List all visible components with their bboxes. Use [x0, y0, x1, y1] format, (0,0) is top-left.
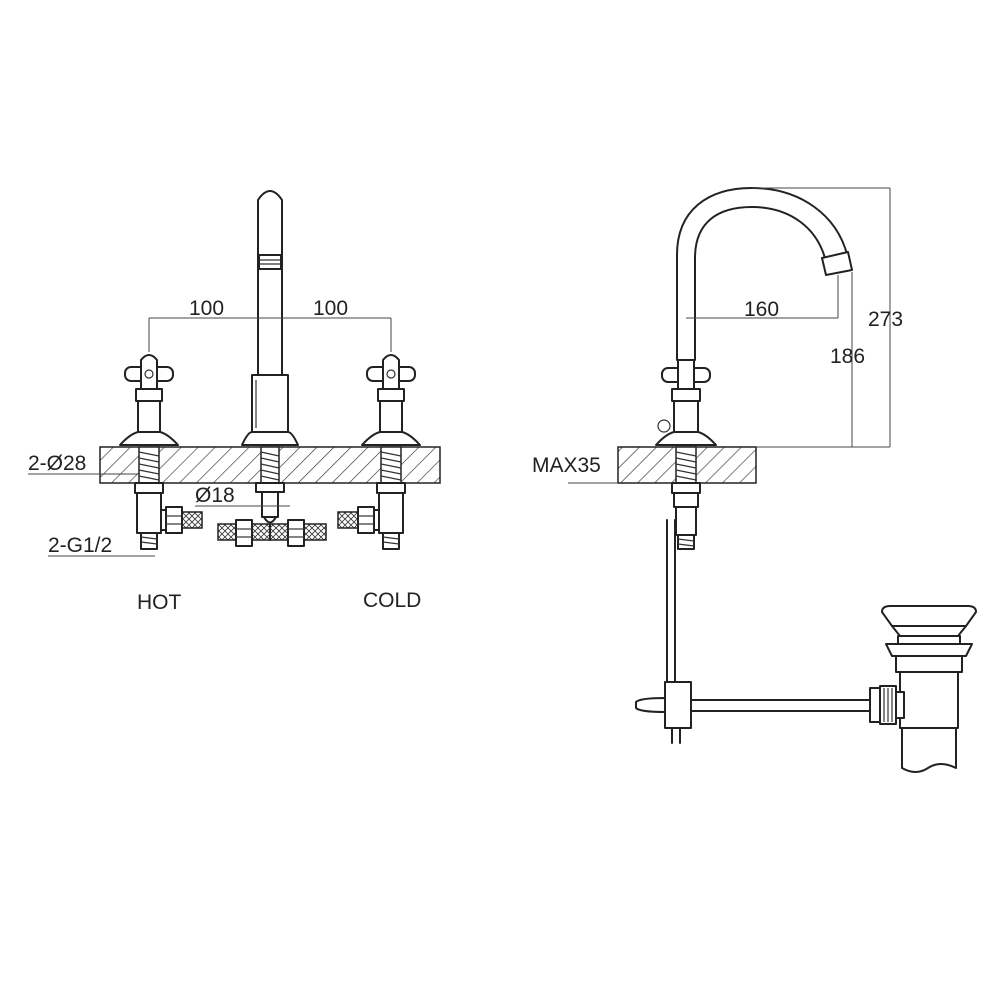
spout-outlet-height-label: 186	[830, 345, 865, 368]
spout-tail-diameter-label: Ø18	[195, 484, 235, 507]
mixing-connector	[217, 519, 327, 547]
spout-reach-label: 160	[744, 298, 779, 321]
side-view: 160 273 186 MAX35	[532, 187, 977, 773]
side-valve-body	[655, 359, 717, 550]
spout-total-height-label: 273	[868, 308, 903, 331]
front-right-spacing-label: 100	[313, 297, 348, 320]
hot-label: HOT	[137, 591, 182, 614]
cold-label: COLD	[363, 589, 421, 612]
front-left-spacing-label: 100	[189, 297, 224, 320]
popup-waste	[869, 605, 977, 773]
gooseneck-spout	[676, 187, 853, 361]
popup-rod	[635, 519, 873, 744]
cold-valve	[337, 354, 421, 550]
deck-thickness-label: MAX35	[532, 454, 601, 477]
hot-valve	[119, 354, 203, 550]
centre-spout	[241, 190, 299, 541]
front-view: 100 100 2-Ø28 Ø18 2-G1/2 HOT COLD	[28, 190, 441, 614]
side-dimensions	[568, 187, 891, 484]
front-dimensions	[28, 317, 392, 557]
hole-diameter-label: 2-Ø28	[28, 452, 86, 475]
inlet-thread-label: 2-G1/2	[48, 534, 112, 557]
